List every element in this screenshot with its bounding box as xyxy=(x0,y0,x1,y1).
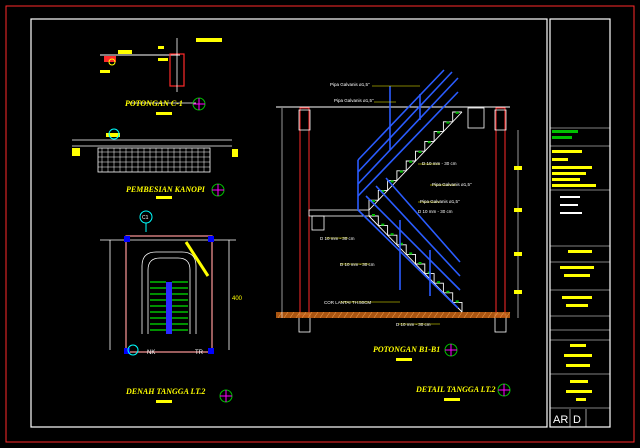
rebar-mark xyxy=(390,180,394,183)
floor-hatch-line xyxy=(493,311,499,319)
floor-hatch-line xyxy=(433,311,439,319)
floor-hatch-line xyxy=(289,311,295,319)
rebar-mark xyxy=(390,233,394,236)
label-tr: TR xyxy=(195,350,204,356)
denah-tangga-plan xyxy=(100,210,236,403)
floor-hatch-line xyxy=(469,311,475,319)
rebar-mark xyxy=(409,160,413,163)
rebar-mark xyxy=(399,242,403,245)
floor-hatch-line xyxy=(373,311,379,319)
dim-400: 400 xyxy=(232,296,243,302)
rebar-mark xyxy=(455,300,459,303)
rebar-mark xyxy=(381,190,385,193)
label-d10-left: D 10 mm - 30 cm xyxy=(320,236,355,241)
label-pipa-3: Pipa Galvanis ø1,5" xyxy=(432,182,472,187)
rebar-mark xyxy=(418,262,422,264)
sheet-code-d: D xyxy=(573,414,581,426)
floor-hatch-line xyxy=(379,311,385,319)
floor-hatch-line xyxy=(355,311,361,319)
title-detail: DETAIL TANGGA LT.2 xyxy=(415,385,496,394)
rebar-mark xyxy=(418,151,422,153)
floor-hatch-line xyxy=(301,311,307,319)
label-pipa-4: Pipa Galvanis ø1,5" xyxy=(420,199,460,204)
floor-hatch-line xyxy=(313,311,319,319)
floor-hatch-line xyxy=(505,311,511,319)
floor-hatch-line xyxy=(457,311,463,319)
floor-hatch-line xyxy=(445,311,451,319)
rebar-mark xyxy=(455,111,459,114)
drawing-border xyxy=(30,18,548,428)
floor-hatch-line xyxy=(349,311,355,319)
outer-frame xyxy=(5,5,635,443)
floor-hatch-line xyxy=(397,311,403,319)
floor-hatch-line xyxy=(499,311,505,319)
rebar-mark xyxy=(446,121,450,124)
floor-hatch-line xyxy=(367,311,373,319)
floor-hatch-line xyxy=(337,311,343,319)
marker-c1: C1 xyxy=(142,215,149,221)
floor-hatch-line xyxy=(283,311,289,319)
floor-hatch-line xyxy=(427,311,433,319)
label-nk: NK xyxy=(147,350,155,356)
floor-hatch-line xyxy=(307,311,313,319)
rebar-mark xyxy=(381,223,385,226)
title-potongan-c1: POTONGAN C-1 xyxy=(125,99,183,108)
label-d10-bottom: D 10 mm - 30 cm xyxy=(396,322,431,327)
rebar-mark xyxy=(446,290,450,293)
floor-hatch-line xyxy=(331,311,337,319)
label-d10-mid: D 10 mm - 30 cm xyxy=(418,209,453,214)
rebar-mark xyxy=(399,170,403,173)
rebar-mark xyxy=(427,141,431,144)
pembesian-kanopi-detail xyxy=(72,128,238,199)
floor-hatch-line xyxy=(451,311,457,319)
title-pembesian: PEMBESIAN KANOPI xyxy=(126,185,206,194)
potongan-b1-section xyxy=(276,69,522,401)
floor-hatch-line xyxy=(325,311,331,319)
title-denah: DENAH TANGGA LT.2 xyxy=(125,387,205,396)
floor-hatch-line xyxy=(487,311,493,319)
title-block-border xyxy=(549,18,611,428)
label-pipa-2: Pipa Galvanis ø1,5" xyxy=(334,98,374,103)
rebar-mark xyxy=(437,131,441,134)
floor-hatch-line xyxy=(277,311,283,319)
floor-hatch-line xyxy=(403,311,409,319)
rebar-mark xyxy=(409,252,413,255)
title-potongan-b1: POTONGAN B1-B1 xyxy=(373,345,440,354)
sheet-code-ar: AR xyxy=(553,414,568,426)
label-cor-lantai: COR LANTAI TH.50CM xyxy=(324,300,371,305)
floor-hatch-line xyxy=(421,311,427,319)
rebar-mark xyxy=(437,281,441,284)
floor-hatch-line xyxy=(391,311,397,319)
floor-hatch-line xyxy=(295,311,301,319)
label-d10-low: D 10 mm - 30 cm xyxy=(340,262,375,267)
floor-hatch-line xyxy=(415,311,421,319)
floor-hatch-line xyxy=(343,311,349,319)
floor-hatch-line xyxy=(463,311,469,319)
floor-hatch-line xyxy=(385,311,391,319)
floor-hatch-line xyxy=(361,311,367,319)
floor-hatch-line xyxy=(439,311,445,319)
floor-hatch-line xyxy=(409,311,415,319)
floor-hatch-line xyxy=(481,311,487,319)
label-pipa-1: Pipa Galvanis ø1,5" xyxy=(330,82,370,87)
floor-hatch-line xyxy=(319,311,325,319)
title-block xyxy=(550,127,610,427)
rebar-mark xyxy=(372,200,375,202)
potongan-c1-detail xyxy=(100,38,222,115)
rebar-mark xyxy=(372,214,375,216)
floor-hatch-line xyxy=(475,311,481,319)
label-d10-top: D 10 mm - 30 cm xyxy=(422,161,457,166)
